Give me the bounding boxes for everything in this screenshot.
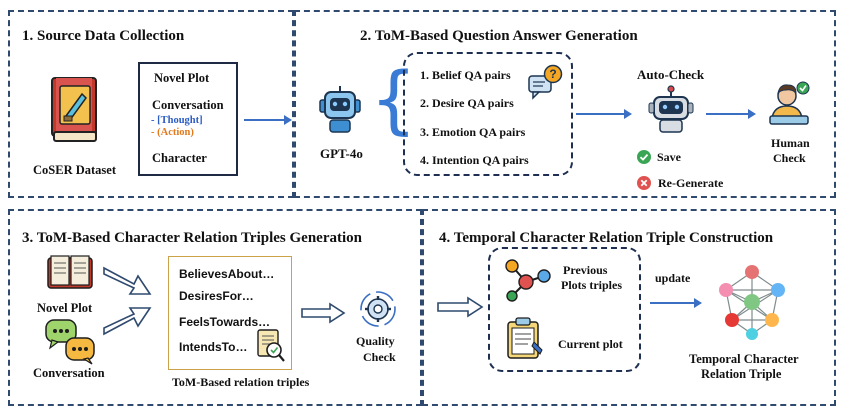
arrow-to-autocheck xyxy=(576,109,632,119)
svg-text:?: ? xyxy=(549,67,556,81)
arrow-update xyxy=(650,298,702,308)
regenerate-label: Re-Generate xyxy=(658,176,724,190)
relation-believes: BelievesAbout… xyxy=(179,267,275,281)
current-plot-label: Current plot xyxy=(558,337,623,351)
panel-source-data xyxy=(8,10,294,198)
book-icon xyxy=(51,77,97,142)
plots-box xyxy=(488,247,641,372)
save-label: Save xyxy=(657,150,681,164)
human-check-line1: Human xyxy=(771,136,810,150)
s3-conversation-label: Conversation xyxy=(33,366,105,380)
question-chat-icon: ? xyxy=(528,64,563,100)
chat-bubbles-icon xyxy=(45,319,95,365)
section3-title: 3. ToM-Based Character Relation Triples … xyxy=(22,230,362,246)
relation-triples-box xyxy=(168,256,292,370)
panel-relation-triples xyxy=(8,209,422,406)
human-reviewer-icon xyxy=(769,81,810,125)
auto-check-label: Auto-Check xyxy=(637,67,705,82)
qa-emotion: 3. Emotion QA pairs xyxy=(420,125,526,139)
qa-belief: 1. Belief QA pairs xyxy=(420,68,511,82)
relation-feels: FeelsTowards… xyxy=(179,315,271,329)
hollow-arrow-to-section4 xyxy=(437,296,484,318)
panel-qa-generation xyxy=(294,10,836,198)
gear-quality-icon xyxy=(360,291,396,327)
relation-intends: IntendsTo… xyxy=(179,340,248,354)
novel-plot-label: Novel Plot xyxy=(154,71,210,85)
temporal-graph-icon xyxy=(719,265,785,340)
qa-intention: 4. Intention QA pairs xyxy=(420,153,529,167)
panel-temporal-construction xyxy=(422,209,836,406)
hollow-arrow-from-chat xyxy=(103,307,152,336)
hollow-arrow-from-book xyxy=(103,266,152,295)
relation-caption: ToM-Based relation triples xyxy=(172,375,310,389)
character-label: Character xyxy=(152,151,207,165)
s3-novel-plot-label: Novel Plot xyxy=(37,301,93,315)
document-check-icon xyxy=(257,329,285,362)
section2-title: 2. ToM-Based Question Answer Generation xyxy=(360,28,638,44)
arrow-to-human xyxy=(706,109,756,119)
result-line2: Relation Triple xyxy=(701,367,782,381)
human-check-line2: Check xyxy=(773,151,806,165)
qa-desire: 2. Desire QA pairs xyxy=(420,96,514,110)
open-book-icon xyxy=(47,255,93,289)
update-label: update xyxy=(655,271,691,285)
quality-line1: Quality xyxy=(356,334,395,348)
dataset-label: CoSER Dataset xyxy=(33,163,116,177)
source-content-box xyxy=(138,62,238,176)
result-line1: Temporal Character xyxy=(689,352,799,366)
robot-gpt-icon xyxy=(319,86,361,133)
action-label: - (Action) xyxy=(151,127,194,138)
gpt-label: GPT-4o xyxy=(320,146,363,161)
triples-network-icon xyxy=(505,259,551,302)
previous-line2: Plots triples xyxy=(561,278,622,292)
section1-title: 1. Source Data Collection xyxy=(22,28,185,44)
quality-line2: Check xyxy=(363,350,396,364)
clipboard-icon xyxy=(507,317,543,359)
arrow-to-gpt xyxy=(244,115,292,125)
section4-title: 4. Temporal Character Relation Triple Co… xyxy=(439,230,774,246)
relation-desires: DesiresFor… xyxy=(179,289,254,303)
conversation-label: Conversation xyxy=(152,98,224,112)
hollow-arrow-to-quality xyxy=(301,302,346,324)
regenerate-x-icon xyxy=(637,176,651,190)
previous-line1: Previous xyxy=(563,263,608,277)
thought-label: - [Thought] xyxy=(151,115,203,126)
robot-checker-icon xyxy=(648,85,694,133)
qa-pairs-box xyxy=(403,52,573,176)
save-check-icon xyxy=(637,150,651,164)
curly-brace: { xyxy=(370,57,418,143)
